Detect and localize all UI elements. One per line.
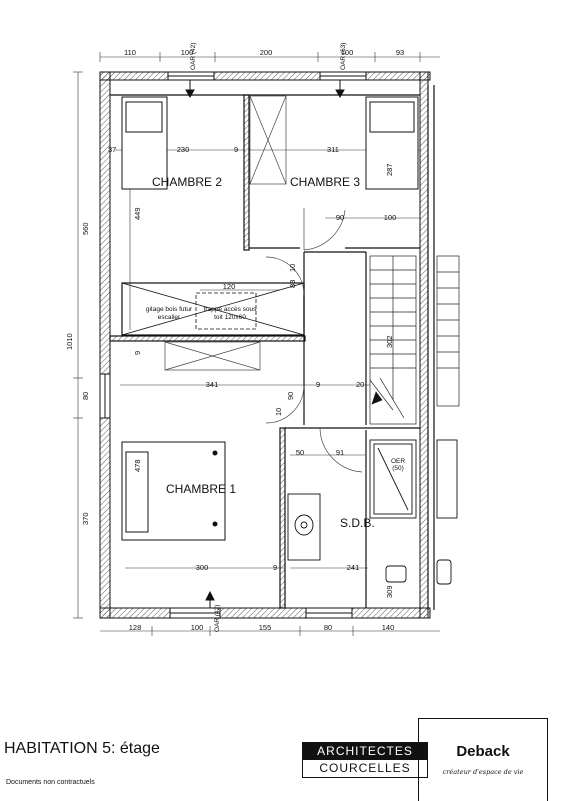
window-label-top-1: OAR (42) <box>190 43 197 70</box>
dim-top-100b: 100 <box>341 48 354 57</box>
dim-91: 91 <box>336 448 344 457</box>
note-gitage: gitage bois futur escalier <box>145 306 193 321</box>
window-label-top-2: OAR (63) <box>340 43 347 70</box>
windows <box>99 71 367 619</box>
dim-478: 478 <box>133 459 142 472</box>
dim-top-93: 93 <box>396 48 404 57</box>
plan-title: HABITATION 5: étage <box>4 740 160 757</box>
dim-120: 120 <box>223 282 236 291</box>
note-oer: OER (50) <box>390 458 406 472</box>
dim-top-100: 100 <box>181 48 194 57</box>
dim-top-110: 110 <box>124 48 136 57</box>
dim-20: 20 <box>356 380 364 389</box>
dim-10a: 10 <box>288 264 297 272</box>
dim-37: 37 <box>108 145 116 154</box>
dim-bottom-140: 140 <box>382 623 395 632</box>
dim-9c: 9 <box>316 380 320 389</box>
beds <box>121 96 419 541</box>
dim-341: 341 <box>206 380 219 389</box>
staircase <box>369 255 460 425</box>
brand-line-1: ARCHITECTES <box>302 742 428 760</box>
dim-9d: 9 <box>273 563 277 572</box>
dim-left-1010: 1010 <box>65 333 74 350</box>
gitage-cross <box>121 282 305 336</box>
interior-walls <box>109 85 435 610</box>
dim-bottom-155: 155 <box>259 623 272 632</box>
doors <box>265 208 363 473</box>
bathroom-fixtures <box>287 439 458 585</box>
dim-100: 100 <box>384 213 397 222</box>
dim-top-200: 200 <box>260 48 273 57</box>
dim-287: 287 <box>385 163 394 176</box>
dim-241: 241 <box>347 563 360 572</box>
dim-302: 302 <box>385 335 394 348</box>
room-label-chambre-2: CHAMBRE 2 <box>152 175 222 189</box>
architect-brand: ARCHITECTES COURCELLES <box>302 742 428 778</box>
window-label-bottom: OAR (42) <box>214 605 221 632</box>
room-labels: CHAMBRE 2 CHAMBRE 3 CHAMBRE 1 S.D.B. <box>152 175 375 530</box>
brand-line-2: COURCELLES <box>302 760 428 778</box>
dim-90a: 90 <box>336 213 344 222</box>
dim-9a: 9 <box>234 145 238 154</box>
dim-left-560: 560 <box>81 222 90 235</box>
room-label-chambre-3: CHAMBRE 3 <box>290 175 360 189</box>
disclaimer-note: Documents non contractuels <box>6 779 95 786</box>
dim-309: 309 <box>385 585 394 598</box>
room-label-sdb: S.D.B. <box>340 516 375 530</box>
dim-bottom-100: 100 <box>191 623 204 632</box>
logo-tagline: créateur d'espace de vie <box>442 768 524 776</box>
dim-bottom-80: 80 <box>324 623 332 632</box>
dim-311: 311 <box>327 145 339 154</box>
logo-box: Deback créateur d'espace de vie <box>418 718 548 801</box>
room-label-chambre-1: CHAMBRE 1 <box>166 482 236 496</box>
closet-marks <box>164 95 287 371</box>
dim-left-370: 370 <box>81 512 90 525</box>
dim-88: 88 <box>288 280 297 288</box>
dimension-labels: 110 100 200 100 93 OAR (42) OAR (63) 560… <box>65 43 404 632</box>
dim-10b: 10 <box>274 408 283 416</box>
exterior-walls <box>99 71 431 619</box>
dim-90b: 90 <box>286 392 295 400</box>
dim-9b: 9 <box>133 351 142 355</box>
note-trappe: trappe accès sous toit 120x60 <box>203 306 257 321</box>
notes: gitage bois futur escalier trappe accès … <box>145 306 406 472</box>
dim-bottom-128: 128 <box>129 623 142 632</box>
dim-left-80: 80 <box>81 392 90 400</box>
dim-50: 50 <box>296 448 304 457</box>
dim-300: 300 <box>196 563 209 572</box>
dim-230: 230 <box>177 145 190 154</box>
dim-449: 449 <box>133 207 142 220</box>
window-arrows <box>185 80 345 608</box>
floor-plan: 110 100 200 100 93 OAR (42) OAR (63) 560… <box>65 43 460 636</box>
logo-name: Deback <box>456 743 510 760</box>
